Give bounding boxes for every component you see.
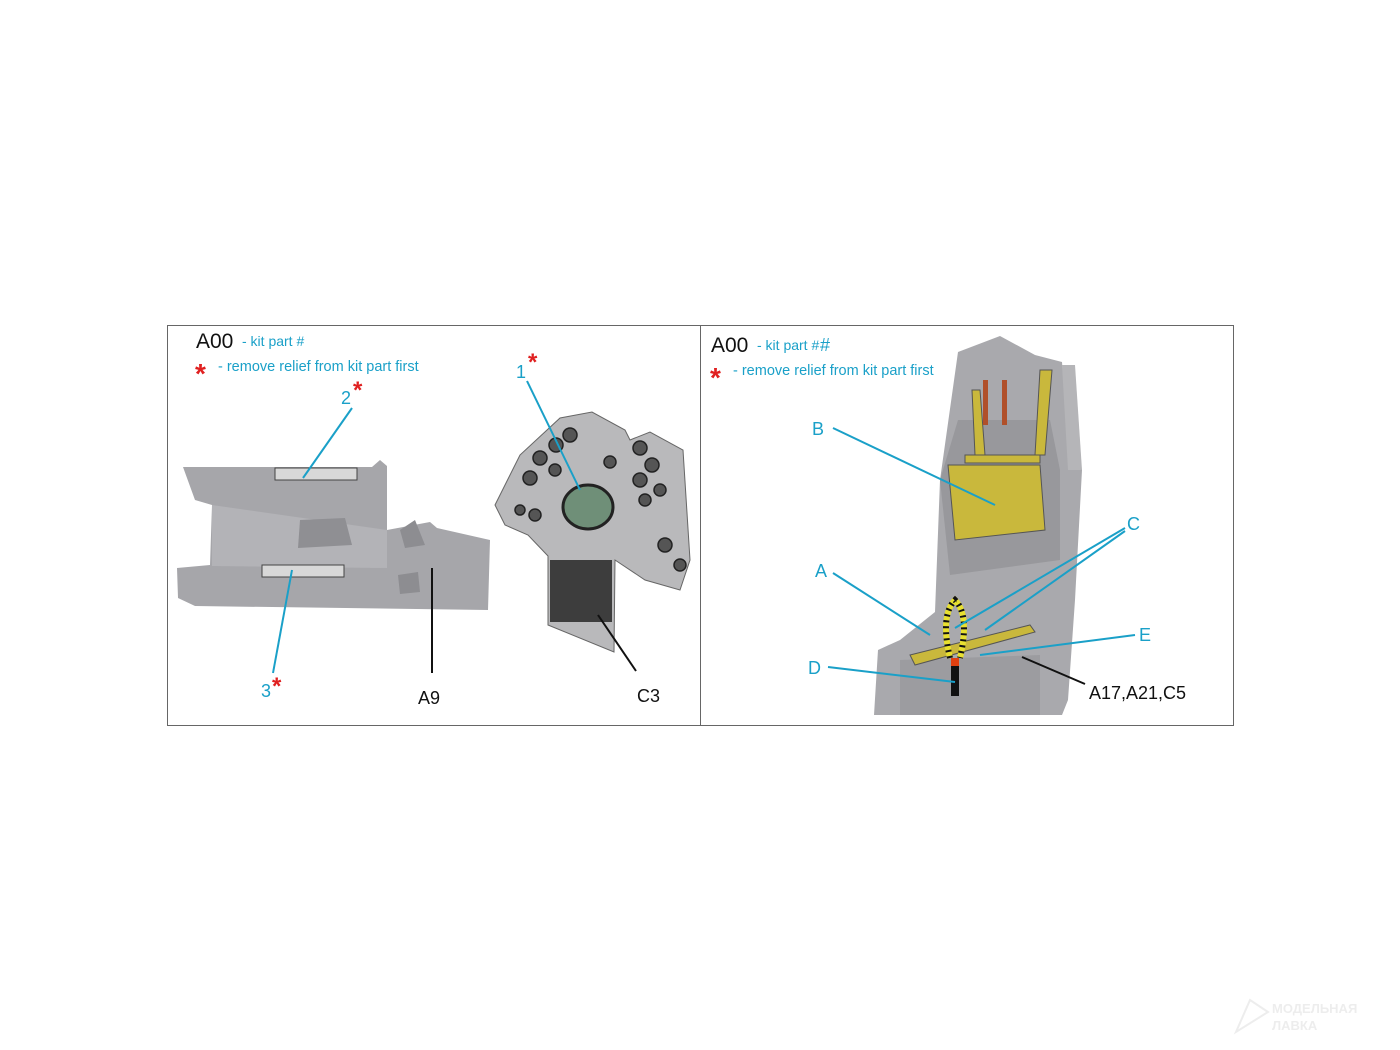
legend-part-desc: - kit part # bbox=[757, 337, 819, 353]
right-panel-frame bbox=[700, 325, 1234, 726]
legend-hash: # bbox=[820, 335, 830, 355]
callout-b: B bbox=[812, 419, 824, 439]
leader-line-2 bbox=[302, 407, 353, 479]
callout-d: D bbox=[808, 658, 821, 678]
watermark-line2: ЛАВКА bbox=[1272, 1018, 1318, 1033]
legend-star-icon: * bbox=[710, 362, 721, 393]
callout-2: 2 bbox=[341, 388, 351, 408]
legend-star-desc: - remove relief from kit part first bbox=[733, 363, 934, 379]
leader-line-b bbox=[832, 427, 996, 506]
watermark-line1: МОДЕЛЬНАЯ bbox=[1272, 1001, 1357, 1016]
leader-line-a17 bbox=[1021, 656, 1086, 685]
leader-line-c3 bbox=[597, 614, 637, 672]
legend-part-code: A00 bbox=[196, 330, 233, 353]
leader-line-a bbox=[832, 572, 931, 636]
legend-part-code: A00 bbox=[711, 334, 748, 357]
leader-line-e bbox=[979, 634, 1136, 656]
callout-e: E bbox=[1139, 625, 1151, 645]
part-label-c3: C3 bbox=[637, 686, 660, 706]
legend-part-desc: - kit part # bbox=[242, 333, 304, 349]
callout-1: 1 bbox=[516, 362, 526, 382]
legend-star-desc: - remove relief from kit part first bbox=[218, 359, 419, 375]
leader-line-d bbox=[827, 666, 956, 683]
legend-star-icon: * bbox=[195, 358, 206, 389]
star-icon: * bbox=[272, 673, 282, 700]
leader-line-c-2 bbox=[984, 530, 1126, 631]
decal-3 bbox=[261, 564, 345, 578]
ejection-seat-part-a17-a21-c5 bbox=[874, 336, 1082, 715]
part-label-a17-a21-c5: A17,A21,C5 bbox=[1089, 683, 1186, 703]
side-console-part-a9 bbox=[177, 460, 490, 610]
decal-2 bbox=[274, 467, 358, 481]
star-icon: * bbox=[353, 377, 363, 404]
callout-a: A bbox=[815, 561, 827, 581]
instrument-panel-part-c3 bbox=[494, 411, 691, 653]
leader-line-c-1 bbox=[954, 527, 1126, 629]
star-icon: * bbox=[528, 349, 538, 376]
callout-c: C bbox=[1127, 514, 1140, 534]
watermark-logo: МОДЕЛЬНАЯ ЛАВКА bbox=[1233, 998, 1357, 1035]
callout-3: 3 bbox=[261, 681, 271, 701]
part-label-a9: A9 bbox=[418, 688, 440, 708]
leader-line-1 bbox=[526, 380, 581, 491]
leader-line-3 bbox=[272, 569, 293, 674]
